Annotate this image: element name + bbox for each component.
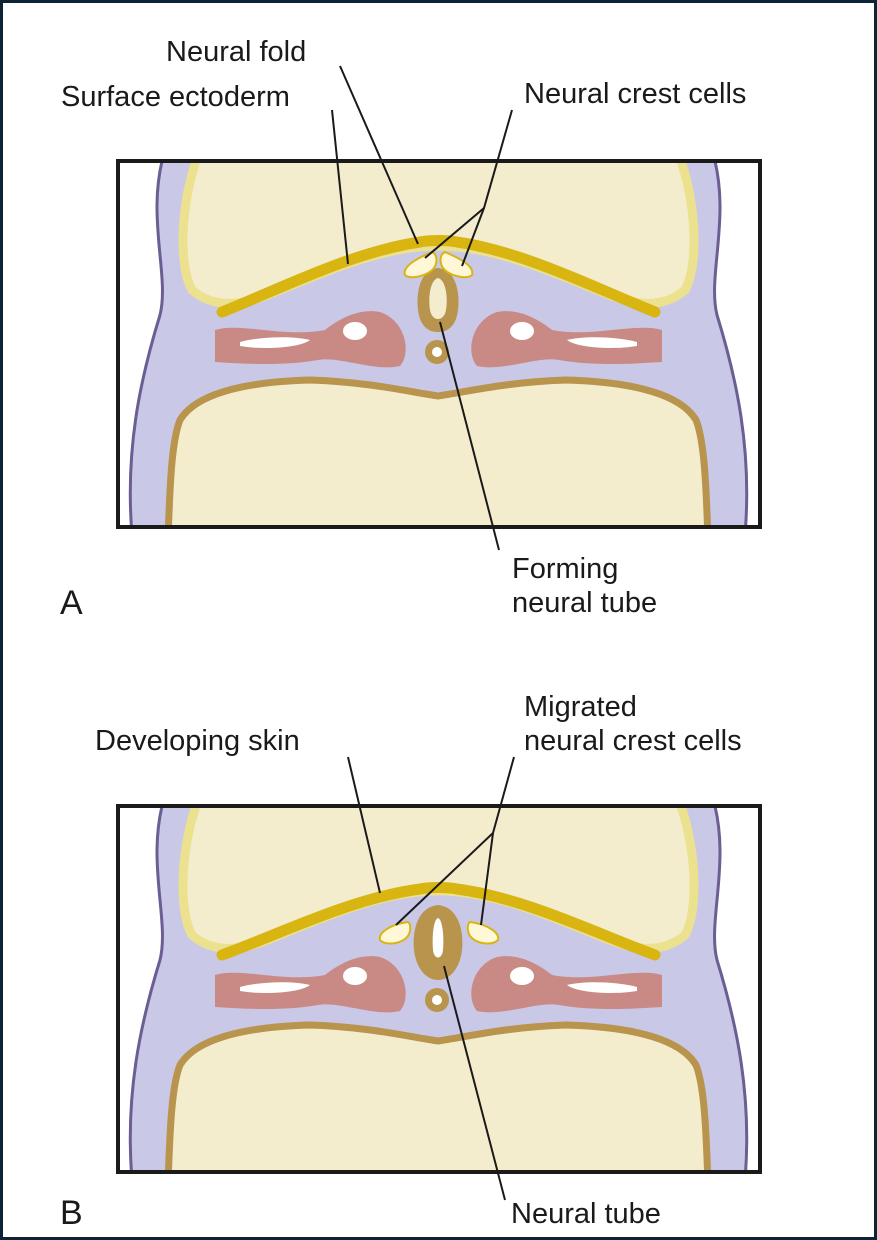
neural-tube-lumen	[429, 278, 447, 319]
panel-a-letter: A	[60, 584, 83, 622]
somite-left-cavity-elongated	[240, 337, 310, 348]
yolk-sac	[164, 1021, 712, 1172]
label-migrated-line2: neural crest cells	[524, 725, 742, 757]
somite-right-cavity	[510, 967, 534, 985]
yolk-sac	[164, 376, 712, 527]
label-neural-fold: Neural fold	[166, 36, 306, 68]
somite-left-cavity	[343, 322, 367, 340]
migrated-neural-crest-cells-left	[378, 920, 412, 945]
leader-neural-tube	[443, 965, 506, 1201]
leader-forming-neural-tube	[439, 321, 500, 551]
panel-b-letter: B	[60, 1194, 83, 1232]
somite-right-cavity-elongated	[567, 982, 637, 993]
developing-skin	[216, 882, 661, 961]
somite-left-cavity-elongated	[240, 982, 310, 993]
panel-b: Developing skin Migrated neural crest ce…	[60, 691, 762, 1232]
somite-right-cavity-elongated	[567, 337, 637, 348]
migrated-neural-crest-cells-right	[466, 920, 500, 945]
label-forming-neural-tube-line2: neural tube	[512, 587, 657, 619]
embryo-cross-section-figure: Neural fold Surface ectoderm Neural cres…	[60, 36, 762, 1232]
neural-crest-cells-right	[439, 250, 474, 279]
leader-developing-skin	[347, 756, 381, 894]
leader-migrated-neural-crest-cells-right	[480, 832, 494, 926]
label-surface-ectoderm: Surface ectoderm	[61, 81, 290, 113]
panel-a: Neural fold Surface ectoderm Neural cres…	[60, 36, 762, 622]
label-migrated-line1: Migrated	[524, 691, 637, 723]
label-neural-crest-cells: Neural crest cells	[524, 78, 746, 110]
label-developing-skin: Developing skin	[95, 725, 300, 757]
surface-ectoderm	[216, 235, 661, 318]
leader-surface-ectoderm	[331, 109, 349, 265]
label-neural-tube: Neural tube	[511, 1198, 661, 1230]
leader-neural-crest-cells-right	[461, 207, 485, 267]
panel-b-frame	[116, 804, 762, 1174]
label-forming-neural-tube-line1: Forming	[512, 553, 618, 585]
somite-right-cavity	[510, 322, 534, 340]
figure-page: Neural fold Surface ectoderm Neural cres…	[3, 3, 874, 1237]
neural-crest-cells-left	[403, 250, 438, 279]
somite-left-cavity	[343, 967, 367, 985]
leader-neural-fold	[339, 65, 419, 245]
panel-a-frame	[116, 159, 762, 529]
neural-tube-lumen	[432, 918, 444, 958]
